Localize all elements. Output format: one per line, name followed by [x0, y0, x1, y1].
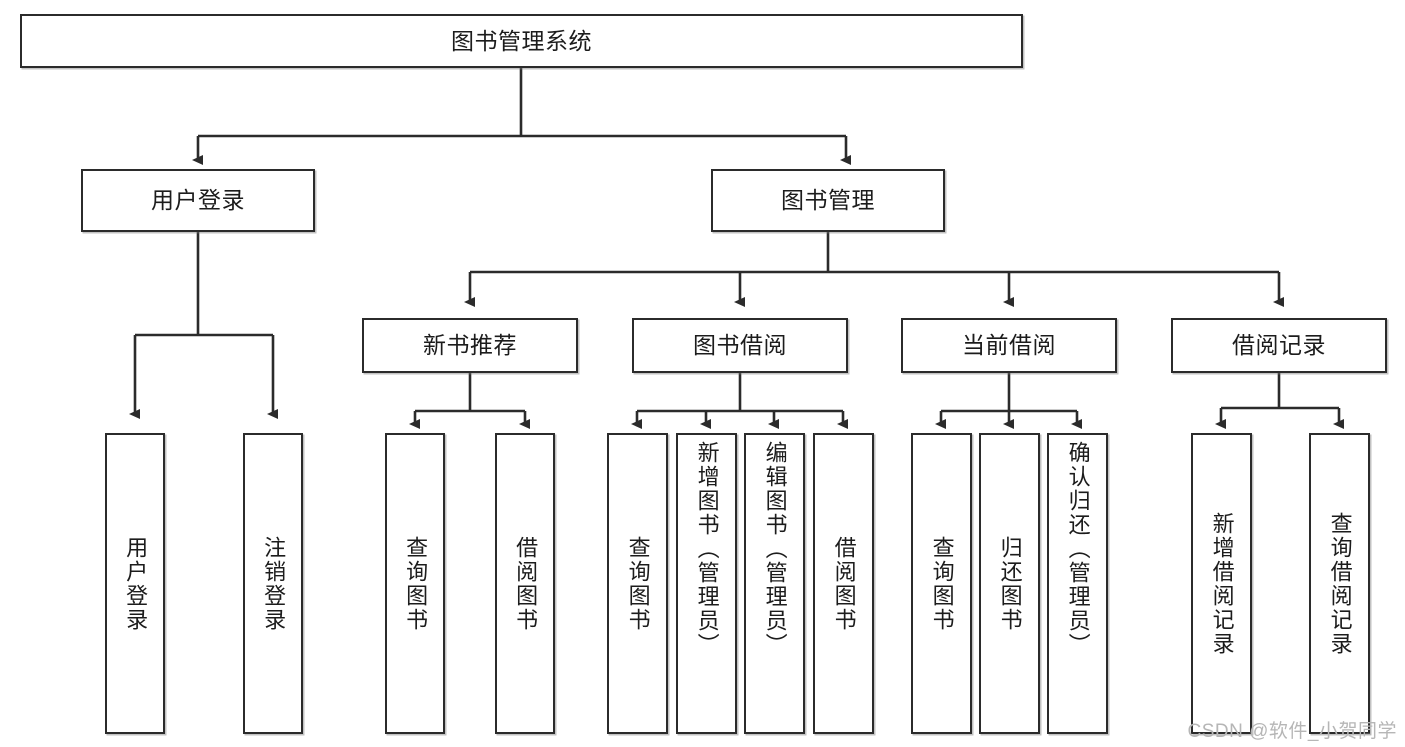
node-label: 当前借阅: [962, 332, 1056, 359]
node-label: 用户登录: [151, 187, 245, 214]
leaf-label: 新增借阅记录: [1209, 511, 1235, 656]
leaf-label: 借阅图书: [513, 535, 539, 632]
leaf-label: 查询图书: [929, 535, 955, 632]
leaf-logout[interactable]: 注销登录: [243, 433, 303, 734]
leaf-borrow-book-2[interactable]: 借阅图书: [813, 433, 874, 734]
leaf-label: 新增图书（管理员）: [694, 441, 720, 657]
node-book-manage[interactable]: 图书管理: [711, 169, 945, 232]
leaf-user-login[interactable]: 用户登录: [105, 433, 165, 734]
leaf-label: 确认归还（管理员）: [1065, 441, 1091, 657]
leaf-edit-book[interactable]: 编辑图书（管理员）: [744, 433, 805, 734]
leaf-borrow-book-1[interactable]: 借阅图书: [495, 433, 555, 734]
leaf-query-book-2[interactable]: 查询图书: [607, 433, 668, 734]
node-label: 图书管理: [781, 187, 875, 214]
leaf-add-book[interactable]: 新增图书（管理员）: [676, 433, 737, 734]
leaf-label: 借阅图书: [831, 535, 857, 632]
node-label: 图书借阅: [693, 332, 787, 359]
node-root-system[interactable]: 图书管理系统: [20, 14, 1023, 68]
leaf-query-record[interactable]: 查询借阅记录: [1309, 433, 1370, 734]
leaf-label: 查询图书: [625, 535, 651, 632]
leaf-confirm-return[interactable]: 确认归还（管理员）: [1047, 433, 1108, 734]
leaf-query-book-3[interactable]: 查询图书: [911, 433, 972, 734]
leaf-label: 查询图书: [403, 535, 429, 632]
leaf-add-record[interactable]: 新增借阅记录: [1191, 433, 1252, 734]
node-book-borrow[interactable]: 图书借阅: [632, 318, 848, 373]
node-current-borrow[interactable]: 当前借阅: [901, 318, 1117, 373]
node-user-login[interactable]: 用户登录: [81, 169, 315, 232]
leaf-return-book[interactable]: 归还图书: [979, 433, 1040, 734]
leaf-label: 查询借阅记录: [1327, 511, 1353, 656]
node-label: 新书推荐: [423, 332, 517, 359]
node-label: 图书管理系统: [451, 27, 592, 54]
node-new-book-rec[interactable]: 新书推荐: [362, 318, 578, 373]
leaf-label: 归还图书: [997, 535, 1023, 632]
node-borrow-record[interactable]: 借阅记录: [1171, 318, 1387, 373]
leaf-label: 注销登录: [261, 535, 287, 632]
leaf-label: 用户登录: [123, 535, 149, 632]
node-label: 借阅记录: [1232, 332, 1326, 359]
leaf-label: 编辑图书（管理员）: [762, 441, 788, 657]
watermark-text: CSDN @软件_小贺同学: [1187, 721, 1397, 742]
leaf-query-book-1[interactable]: 查询图书: [385, 433, 445, 734]
